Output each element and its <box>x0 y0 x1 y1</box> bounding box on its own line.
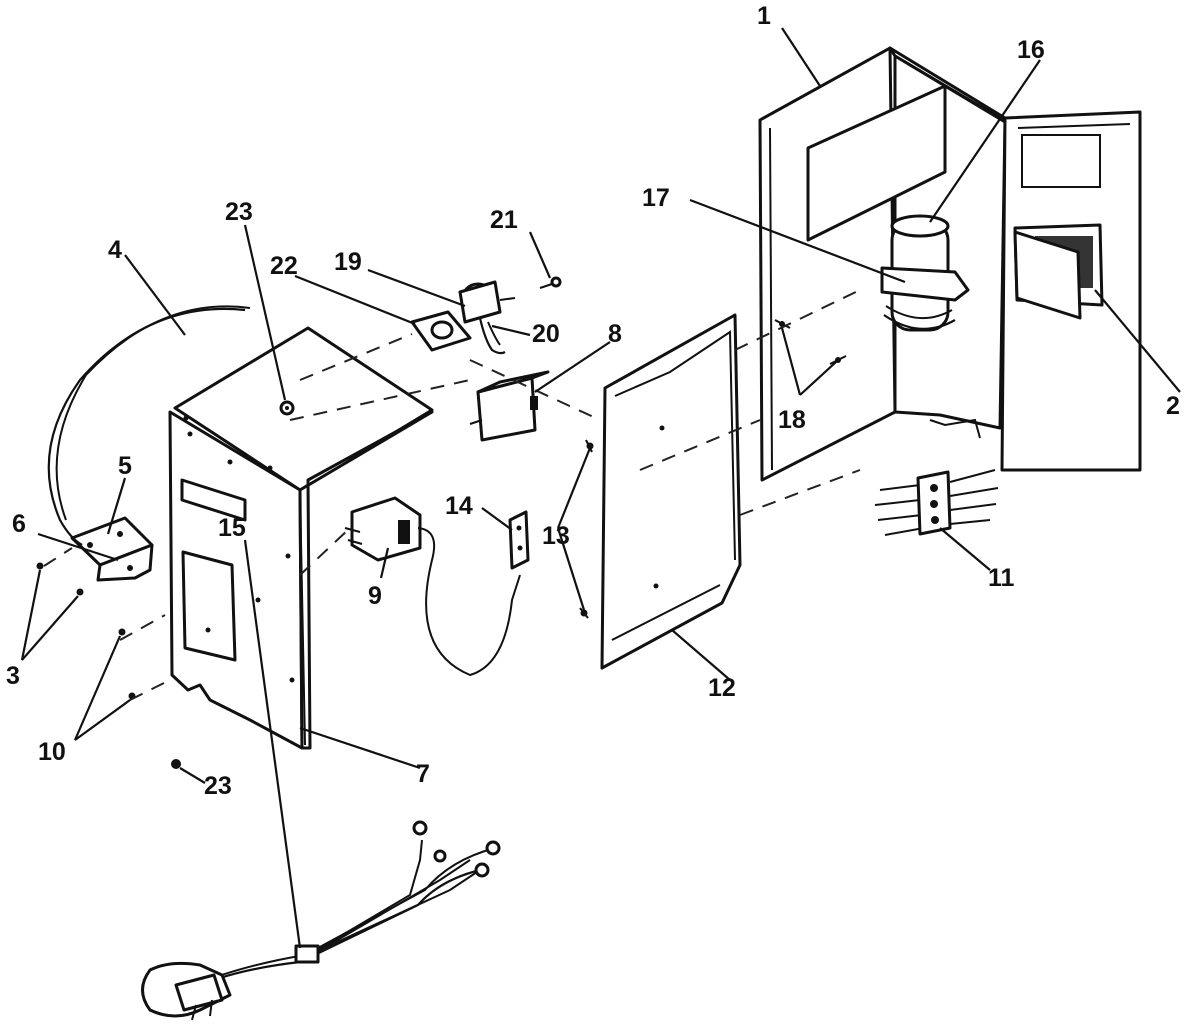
terminal-block <box>874 469 999 536</box>
callout-9: 9 <box>368 582 382 610</box>
assembly-lines <box>43 289 861 701</box>
relay <box>469 370 550 442</box>
cabinet-housing <box>758 46 1142 482</box>
screws-13 <box>579 439 594 619</box>
callout-2: 2 <box>1166 392 1180 420</box>
callout-23-top: 23 <box>225 198 253 226</box>
callout-23-bottom: 23 <box>204 772 232 800</box>
leader-lines <box>20 27 1181 949</box>
callout-16: 16 <box>1017 36 1045 64</box>
wiring-harness <box>141 820 501 1021</box>
capacitor-with-bracket <box>880 214 970 332</box>
callout-21: 21 <box>490 206 518 234</box>
callout-8: 8 <box>608 320 622 348</box>
callout-12: 12 <box>708 674 736 702</box>
callout-18: 18 <box>778 406 806 434</box>
callout-17: 17 <box>642 184 670 212</box>
callout-13: 13 <box>542 522 570 550</box>
callout-14: 14 <box>445 492 473 520</box>
callout-4: 4 <box>108 236 122 264</box>
callout-10: 10 <box>38 738 66 766</box>
screws-18 <box>774 319 847 365</box>
thermostat-switch <box>344 496 521 677</box>
callout-11: 11 <box>988 564 1015 592</box>
callout-15: 15 <box>218 514 246 542</box>
cord-bracket <box>70 516 154 582</box>
control-box <box>168 326 434 750</box>
overload-assembly <box>410 280 516 355</box>
front-panel <box>600 313 742 670</box>
callout-20: 20 <box>532 320 560 348</box>
callout-1: 1 <box>757 2 771 30</box>
screw-21 <box>539 276 562 289</box>
callout-22: 22 <box>270 252 298 280</box>
callout-7: 7 <box>416 760 430 788</box>
callout-5: 5 <box>118 452 132 480</box>
sensor-clip <box>508 510 530 570</box>
callout-6: 6 <box>12 510 26 538</box>
callout-3: 3 <box>6 662 20 690</box>
callout-19: 19 <box>334 248 362 276</box>
